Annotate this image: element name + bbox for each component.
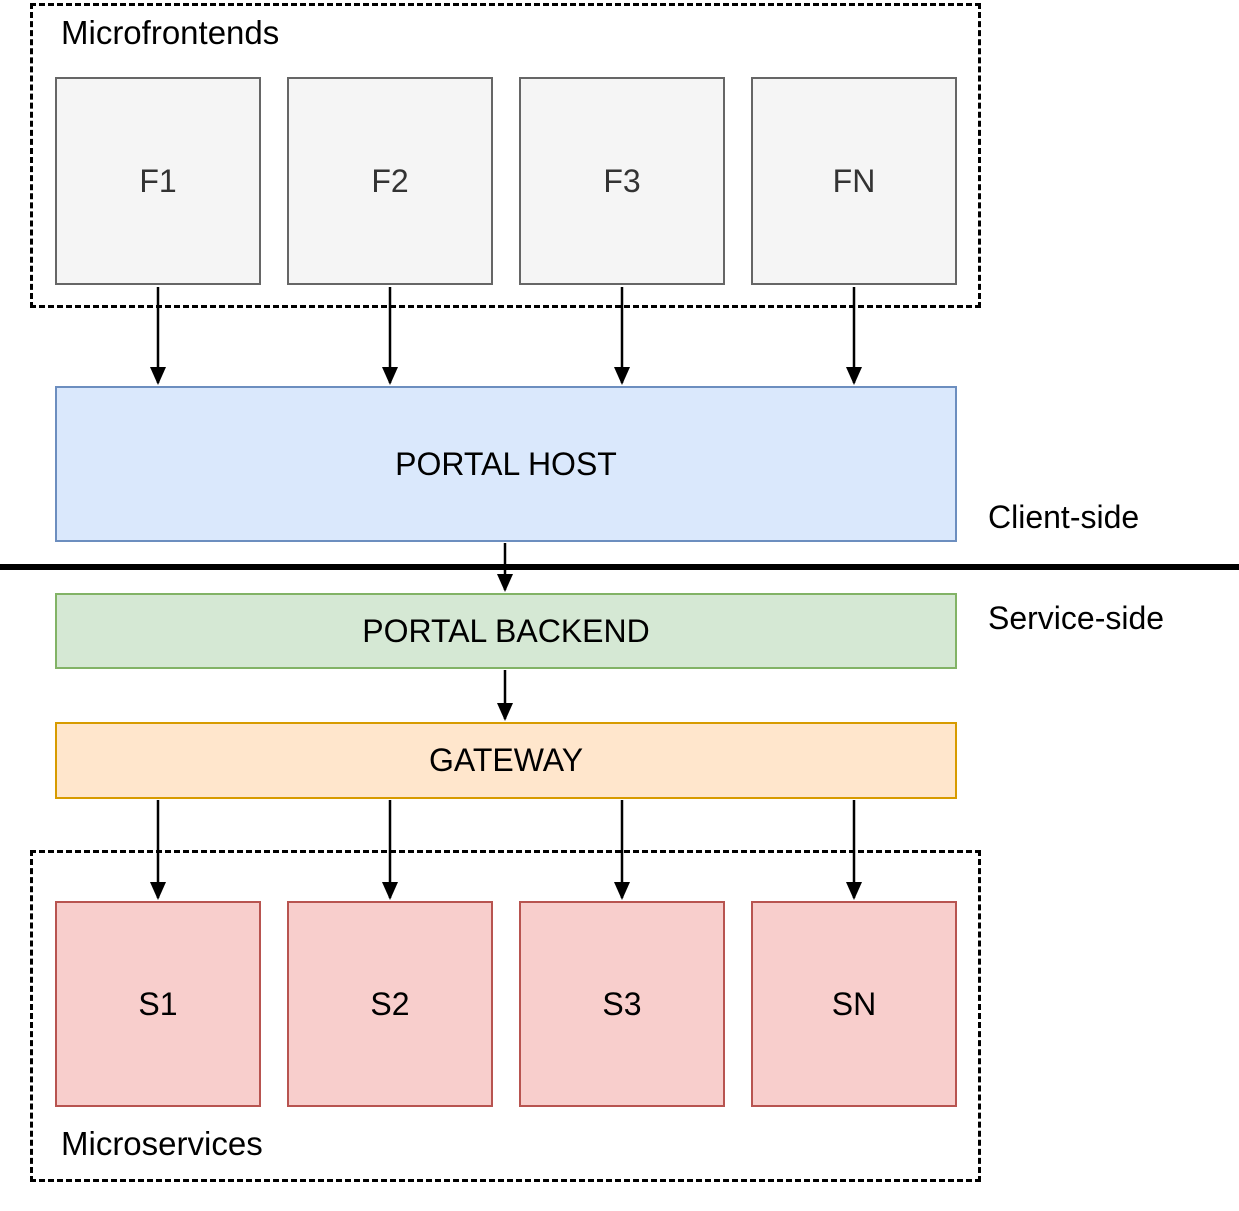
portal-host-label: PORTAL HOST [395,445,617,482]
microfrontend-f3-box: F3 [519,77,725,285]
gateway-box: GATEWAY [55,722,957,799]
microservice-s2-label: S2 [370,985,410,1022]
portal-host-box: PORTAL HOST [55,386,957,542]
microservices-group-box: Microservices [30,850,981,1182]
gateway-label: GATEWAY [428,742,584,778]
microservice-s1-label: S1 [138,985,178,1022]
client-side-label: Client-side [988,499,1140,535]
microfrontends-group-label: Microfrontends [61,14,280,51]
microfrontend-f3-label: F3 [603,162,641,199]
microfrontend-f2-label: F2 [371,162,409,199]
microfrontends-group-box: Microfrontends [30,3,981,308]
client-service-divider-line [0,564,1239,570]
microservice-s3-box: S3 [519,901,725,1107]
microservices-group-label: Microservices [61,1125,263,1162]
microfrontend-fn-label: FN [832,162,876,199]
microfrontend-f2-box: F2 [287,77,493,285]
microservice-s1-box: S1 [55,901,261,1107]
microfrontend-f1-box: F1 [55,77,261,285]
microservice-s3-label: S3 [602,985,642,1022]
portal-backend-box: PORTAL BACKEND [55,593,957,669]
microservice-sn-label: SN [831,985,877,1022]
service-side-label: Service-side [988,600,1165,636]
microfrontend-f1-label: F1 [139,162,177,199]
microfrontend-fn-box: FN [751,77,957,285]
portal-backend-label: PORTAL BACKEND [362,612,650,649]
microservice-sn-box: SN [751,901,957,1107]
microservice-s2-box: S2 [287,901,493,1107]
